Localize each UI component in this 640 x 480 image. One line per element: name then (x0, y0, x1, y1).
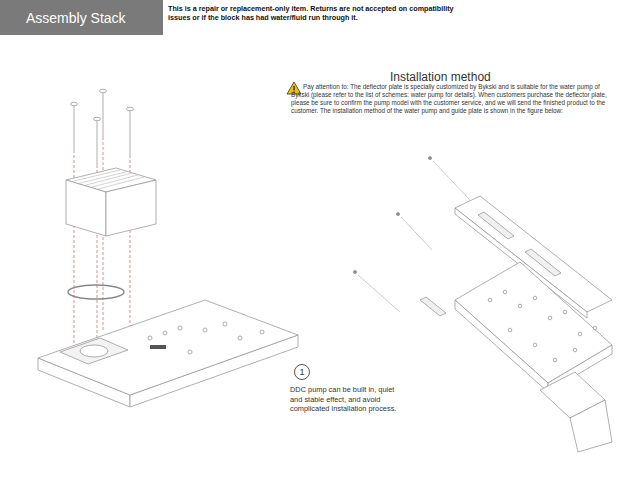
leader-line (358, 275, 400, 312)
housing-fins (74, 170, 144, 189)
logo-plate (150, 345, 166, 349)
warning-mark (293, 86, 294, 91)
screw-head (127, 107, 134, 111)
o-ring (68, 285, 124, 299)
instruction-paragraph: Pay attention to: The deflector plate is… (291, 83, 609, 115)
pump-housing (66, 168, 156, 236)
block-holes (488, 290, 597, 362)
pump-mount-side (570, 400, 612, 452)
screw-dot (428, 156, 431, 159)
plate-top (38, 300, 298, 395)
screw-head (94, 117, 101, 121)
pump-port (80, 345, 108, 357)
feature-note: DDC pump can be built in, quiet and stab… (290, 385, 408, 414)
pump-recess (60, 338, 128, 364)
assembly-guide-lines (74, 137, 130, 345)
leader-line (433, 161, 470, 200)
screw-set (71, 89, 134, 165)
callout-number: 1 (294, 364, 310, 380)
callout-text: 1 (299, 368, 304, 377)
screw-dot (353, 270, 356, 273)
screw-head (71, 102, 78, 106)
header-band: Assembly Stack (0, 0, 163, 35)
plate-holes (148, 322, 264, 354)
base-plate (38, 300, 298, 407)
screw-shaft (130, 110, 131, 155)
screw-dot (396, 212, 399, 215)
leader-line (401, 217, 432, 250)
notice-text: This is a repair or replacement-only ite… (168, 4, 460, 23)
screw-shaft (97, 120, 98, 165)
block-edge (455, 300, 548, 392)
leader-lines (353, 156, 470, 312)
housing-side (106, 180, 156, 236)
header-text: Assembly Stack (26, 11, 126, 25)
section-heading: Installation method (390, 70, 530, 84)
screw-head (100, 89, 107, 93)
exploded-pump-view (38, 89, 298, 407)
screw-shaft (103, 92, 104, 137)
screw-shaft (74, 105, 75, 150)
